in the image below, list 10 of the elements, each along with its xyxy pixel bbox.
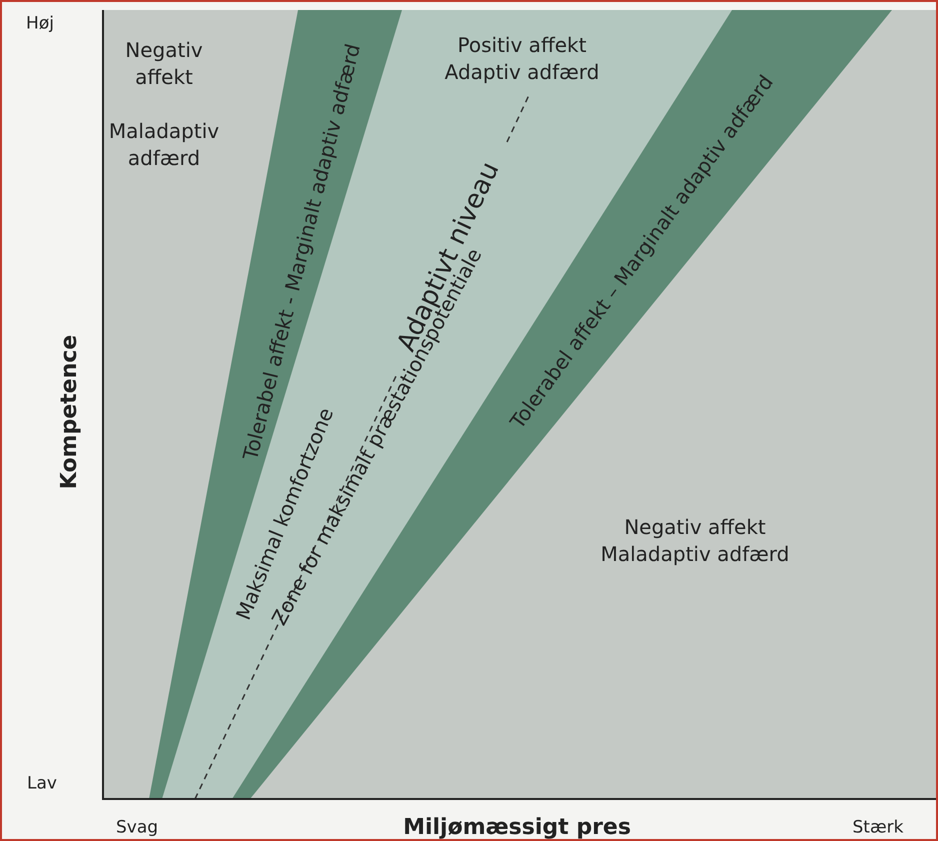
zone-label: Negativ affekt (124, 37, 204, 91)
axis-tick-label: Stærk (852, 816, 904, 839)
axis-tick-label: Lav (27, 772, 57, 796)
axis-title: Kompetence (56, 334, 84, 490)
axis-tick-label: Høj (26, 12, 54, 36)
zone-label: Negativ affekt Maladaptiv adfærd (600, 514, 790, 568)
axis-title: Miljømæssigt pres (403, 814, 631, 839)
axis-tick-label: Svag (116, 816, 158, 839)
zone-label: Maladaptiv adfærd (108, 118, 220, 172)
zone-label: Positiv affekt Adaptiv adfærd (444, 32, 600, 86)
